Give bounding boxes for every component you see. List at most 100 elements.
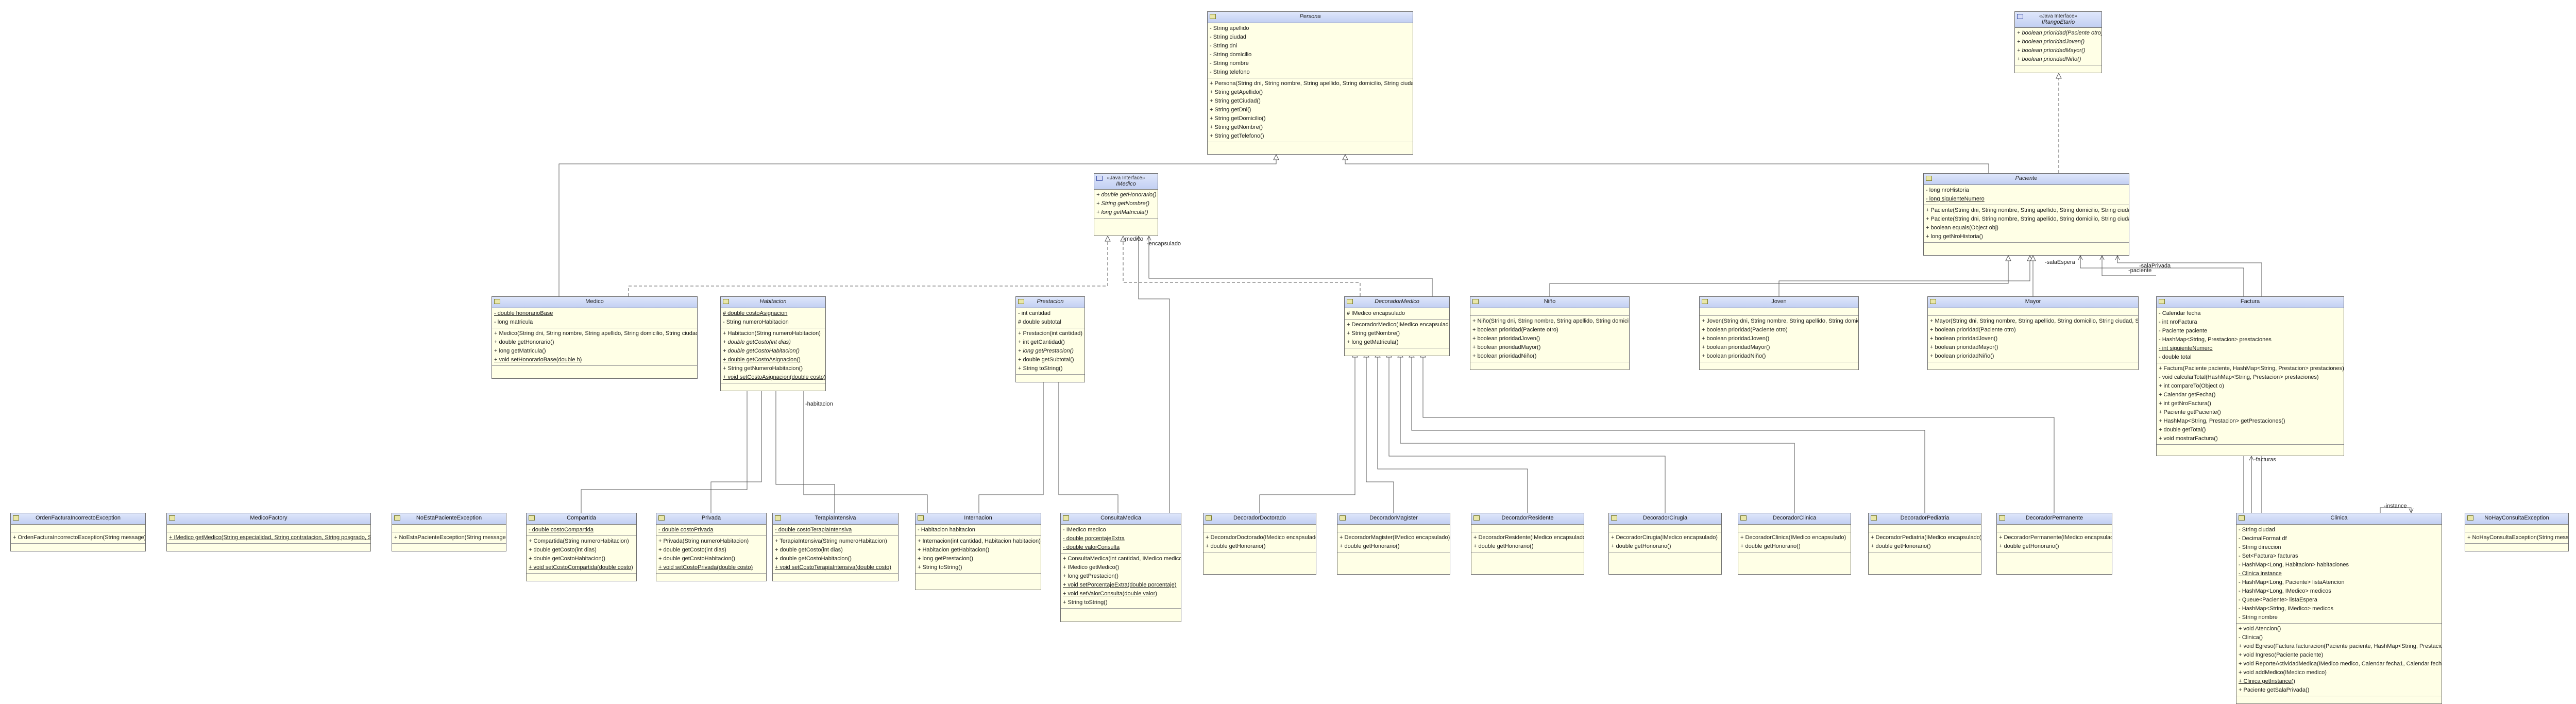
operations-section: + boolean prioridad(Paciente otro)+ bool… (2015, 28, 2102, 65)
class-box-dpermanente[interactable]: DecoradorPermanente + DecoradorPermanente… (1996, 513, 2112, 575)
class-box-imedico[interactable]: «Java Interface»IMedico+ double getHonor… (1094, 173, 1158, 236)
class-header: DecoradorMedico (1345, 297, 1449, 308)
attribute-0: - double costoPrivada (658, 527, 714, 533)
operation-0: + DecoradorResidente(IMedico encapsulado… (1473, 534, 1584, 541)
attribute-4: - HashMap<Long, Habitacion> habitaciones (2239, 562, 2349, 568)
class-box-clinica[interactable]: Clinica- String ciudad- DecimalFormat df… (2236, 513, 2442, 704)
label-instance: -instance (2384, 503, 2407, 509)
class-box-mayor[interactable]: Mayor + Mayor(String dni, String nombre, … (1927, 296, 2139, 370)
operation-3: + void Ingreso(Paciente paciente) (2239, 652, 2324, 658)
edge-paciente-persona (1345, 155, 1989, 173)
extra-section (2465, 544, 2568, 551)
operation-0: + DecoradorPermanente(IMedico encapsulad… (1999, 534, 2112, 541)
operations-section: + Joven(String dni, String nombre, Strin… (1700, 316, 1858, 362)
class-icon (2159, 299, 2165, 304)
class-icon (1340, 515, 1346, 521)
edge-dmagister-decorador (1366, 352, 1394, 513)
class-box-dcirugia[interactable]: DecoradorCirugia+ DecoradorCirugia(IMedi… (1608, 513, 1722, 575)
extra-section (1061, 609, 1181, 616)
operations-section: + IMedico getMedico(String especialidad,… (167, 532, 370, 544)
operations-section: + NoHayConsultaException(String message) (2465, 532, 2568, 544)
operation-2: + long getPrestacion() (1063, 573, 1118, 579)
class-name: Persona (1299, 13, 1321, 20)
operation-1: + double getHonorario() (494, 339, 554, 345)
operation-2: + boolean equals(Object obj) (1926, 225, 1998, 231)
class-box-persona[interactable]: Persona- String apellido- String ciudad-… (1207, 11, 1413, 155)
operations-section: + Persona(String dni, String nombre, Str… (1208, 78, 1413, 142)
operations-section: + Paciente(String dni, String nombre, St… (1924, 205, 2129, 243)
class-icon (1472, 299, 1479, 304)
attribute-3: - Set<Factura> facturas (2239, 553, 2298, 559)
class-box-habitacion[interactable]: Habitacion# double costoAsignacion- Stri… (720, 296, 826, 391)
edge-terapia-habitacion (776, 381, 835, 513)
class-header: Privada (656, 513, 766, 525)
class-header: Persona (1208, 12, 1413, 23)
operations-section: + void Atencion()- Clinica()+ void Egres… (2236, 624, 2442, 696)
operations-section: + Mayor(String dni, String nombre, Strin… (1928, 316, 2138, 362)
extra-section (773, 574, 898, 581)
attribute-0: - Calendar fecha (2159, 310, 2201, 316)
class-box-consulta[interactable]: ConsultaMedica- IMedico medico- double p… (1060, 513, 1181, 622)
operation-3: + boolean prioridadMayor() (1472, 344, 1541, 350)
extra-section (1609, 552, 1721, 560)
extra-section (1094, 219, 1158, 226)
class-box-decorador[interactable]: DecoradorMedico# IMedico encapsulado+ De… (1344, 296, 1450, 356)
extra-section (1738, 552, 1851, 560)
class-box-nino[interactable]: Niño+ Niño(String dni, String nombre, St… (1470, 296, 1630, 370)
class-icon (529, 515, 535, 521)
extra-section (2157, 445, 2344, 452)
class-box-terapia[interactable]: TerapiaIntensiva- double costoTerapiaInt… (772, 513, 899, 581)
operation-0: + Paciente(String dni, String nombre, St… (1926, 207, 2129, 213)
class-name: Clinica (2330, 515, 2348, 521)
operation-0: + void Atencion() (2239, 626, 2281, 632)
class-box-dpediatria[interactable]: DecoradorPediatria+ DecoradorPediatria(I… (1868, 513, 1981, 575)
edge-medico-persona (558, 155, 1276, 296)
class-box-dmagister[interactable]: DecoradorMagister+ DecoradorMagister(IMe… (1337, 513, 1450, 575)
stereotype-label: «Java Interface» (2039, 13, 2077, 19)
attribute-1: - String numeroHabitacion (723, 319, 789, 325)
class-box-privada[interactable]: Privada- double costoPrivada+ Privada(St… (656, 513, 767, 581)
operations-section: + NoEstaPacienteException(String message… (392, 532, 506, 544)
operation-3: + long getNroHistoria() (1926, 233, 1983, 240)
class-box-dclinica[interactable]: DecoradorClinica+ DecoradorClinica(IMedi… (1738, 513, 1851, 575)
class-name: Prestacion (1037, 298, 1064, 305)
attribute-0: - int cantidad (1018, 310, 1050, 316)
operation-0: + OrdenFacturaIncorrectoException(String… (13, 534, 146, 541)
operations-section: + DecoradorClinica(IMedico encapsulado)+… (1738, 532, 1851, 552)
class-box-ddoctorado[interactable]: DecoradorDoctorado+ DecoradorDoctorado(I… (1203, 513, 1316, 575)
extra-section (1924, 243, 2129, 250)
class-name: Niño (1544, 298, 1556, 305)
operation-3: + double getCostoAsignacion() (723, 357, 801, 363)
class-name: Mayor (2025, 298, 2041, 305)
extra-section (2236, 696, 2442, 703)
operations-section: + DecoradorPermanente(IMedico encapsulad… (1997, 532, 2112, 552)
attributes-section (2465, 525, 2568, 532)
class-box-paciente[interactable]: Paciente- long nroHistoria- long siguien… (1923, 173, 2129, 256)
class-box-compartida[interactable]: Compartida- double costoCompartida+ Comp… (526, 513, 637, 581)
class-box-irango[interactable]: «Java Interface»IRangoEtario+ boolean pr… (2014, 11, 2102, 73)
operations-section: + Compartida(String numeroHabitacion)+ d… (527, 536, 636, 574)
class-box-joven[interactable]: Joven+ Joven(String dni, String nombre, … (1699, 296, 1859, 370)
class-box-prestacion[interactable]: Prestacion- int cantidad# double subtota… (1015, 296, 1085, 382)
operation-2: + double getCostoHabitacion() (658, 556, 735, 562)
class-box-noesta[interactable]: NoEstaPacienteException+ NoEstaPacienteE… (392, 513, 506, 551)
extra-section (1345, 348, 1449, 356)
class-icon (1018, 299, 1024, 304)
attributes-section (1204, 525, 1316, 532)
class-box-factura[interactable]: Factura- Calendar fecha- int nroFactura-… (2156, 296, 2344, 456)
operation-0: + Habitacion(String numeroHabitacion) (723, 330, 821, 337)
class-box-nohay[interactable]: NoHayConsultaException+ NoHayConsultaExc… (2465, 513, 2569, 551)
class-box-medicofactory[interactable]: MedicoFactory+ IMedico getMedico(String … (166, 513, 371, 551)
class-box-ordenfact[interactable]: OrdenFacturaIncorrectoException+ OrdenFa… (10, 513, 146, 551)
class-header: DecoradorPermanente (1997, 513, 2112, 525)
attribute-0: - String apellido (1210, 25, 1249, 31)
class-box-internacion[interactable]: Internacion- Habitacion habitacion+ Inte… (915, 513, 1041, 590)
operation-1: + int getCantidad() (1018, 339, 1065, 345)
edge-internacion-habitacion (804, 381, 928, 513)
attributes-section (1928, 308, 2138, 316)
attribute-0: - double honorarioBase (494, 310, 553, 316)
operation-2: + boolean prioridadJoven() (1702, 336, 1770, 342)
extra-section (392, 544, 506, 551)
class-box-medico[interactable]: Medico- double honorarioBase- long matri… (492, 296, 698, 379)
class-box-dresidente[interactable]: DecoradorResidente+ DecoradorResidente(I… (1471, 513, 1584, 575)
